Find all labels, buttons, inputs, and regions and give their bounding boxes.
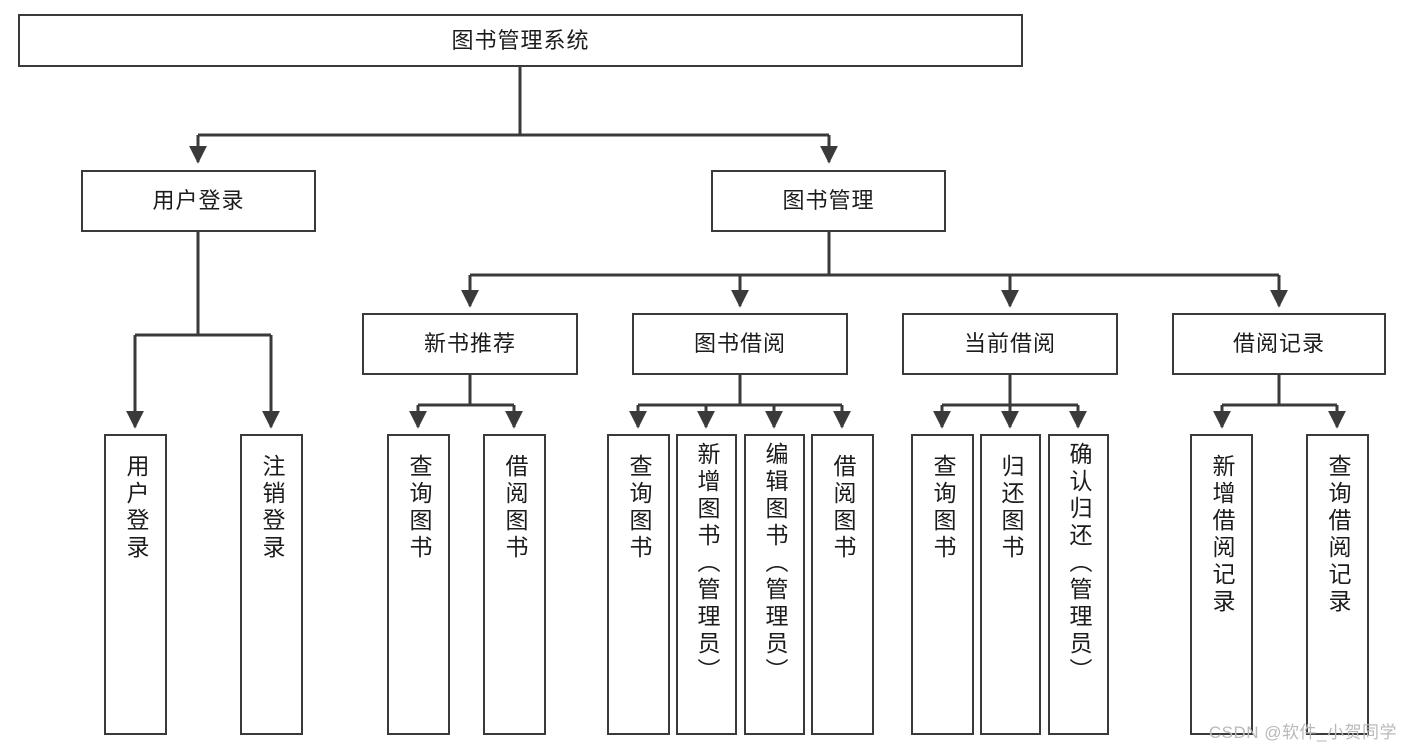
node-book-borrow[interactable]: 图书借阅 bbox=[632, 313, 848, 375]
node-leaf-logout[interactable]: 注销登录 bbox=[240, 434, 303, 735]
node-label: 图书管理系统 bbox=[451, 27, 590, 53]
node-leaf-borrow-book-recommend[interactable]: 借阅图书 bbox=[483, 434, 546, 735]
node-current-borrow[interactable]: 当前借阅 bbox=[902, 313, 1118, 375]
node-label: 图书管理 bbox=[782, 188, 875, 214]
node-label: 用户登录 bbox=[152, 188, 245, 214]
node-borrow-record[interactable]: 借阅记录 bbox=[1172, 313, 1386, 375]
node-label: 图书借阅 bbox=[693, 331, 786, 357]
node-label: 用户登录 bbox=[123, 454, 149, 562]
node-label: 新增图书（管理员） bbox=[694, 442, 720, 685]
watermark: CSDN @软件_小贺同学 bbox=[1208, 723, 1397, 742]
node-leaf-return-book[interactable]: 归还图书 bbox=[980, 434, 1041, 735]
node-label: 查询图书 bbox=[626, 454, 652, 562]
node-label: 借阅记录 bbox=[1232, 331, 1325, 357]
node-label: 归还图书 bbox=[998, 454, 1024, 562]
node-leaf-confirm-return-admin[interactable]: 确认归还（管理员） bbox=[1048, 434, 1109, 735]
node-leaf-add-book-admin[interactable]: 新增图书（管理员） bbox=[676, 434, 737, 735]
node-label: 借阅图书 bbox=[830, 454, 856, 562]
node-label: 查询图书 bbox=[930, 454, 956, 562]
node-label: 查询图书 bbox=[406, 454, 432, 562]
node-label: 确认归还（管理员） bbox=[1066, 442, 1092, 685]
node-leaf-query-book-borrow[interactable]: 查询图书 bbox=[607, 434, 670, 735]
node-label: 编辑图书（管理员） bbox=[762, 442, 788, 685]
node-label: 当前借阅 bbox=[963, 331, 1056, 357]
node-new-book-recommend[interactable]: 新书推荐 bbox=[362, 313, 578, 375]
node-label: 借阅图书 bbox=[502, 454, 528, 562]
node-root-book-management-system[interactable]: 图书管理系统 bbox=[18, 14, 1023, 67]
node-label: 新增借阅记录 bbox=[1209, 454, 1235, 616]
node-leaf-borrow-book[interactable]: 借阅图书 bbox=[811, 434, 874, 735]
node-label: 新书推荐 bbox=[423, 331, 516, 357]
node-label: 查询借阅记录 bbox=[1325, 454, 1351, 616]
node-label: 注销登录 bbox=[259, 454, 285, 562]
node-leaf-query-book-recommend[interactable]: 查询图书 bbox=[387, 434, 450, 735]
node-leaf-edit-book-admin[interactable]: 编辑图书（管理员） bbox=[744, 434, 805, 735]
node-leaf-query-book-current[interactable]: 查询图书 bbox=[911, 434, 974, 735]
node-leaf-query-borrow-record[interactable]: 查询借阅记录 bbox=[1306, 434, 1369, 735]
node-leaf-user-login[interactable]: 用户登录 bbox=[104, 434, 167, 735]
node-book-management[interactable]: 图书管理 bbox=[711, 170, 946, 232]
node-leaf-add-borrow-record[interactable]: 新增借阅记录 bbox=[1190, 434, 1253, 735]
node-user-login[interactable]: 用户登录 bbox=[81, 170, 316, 232]
